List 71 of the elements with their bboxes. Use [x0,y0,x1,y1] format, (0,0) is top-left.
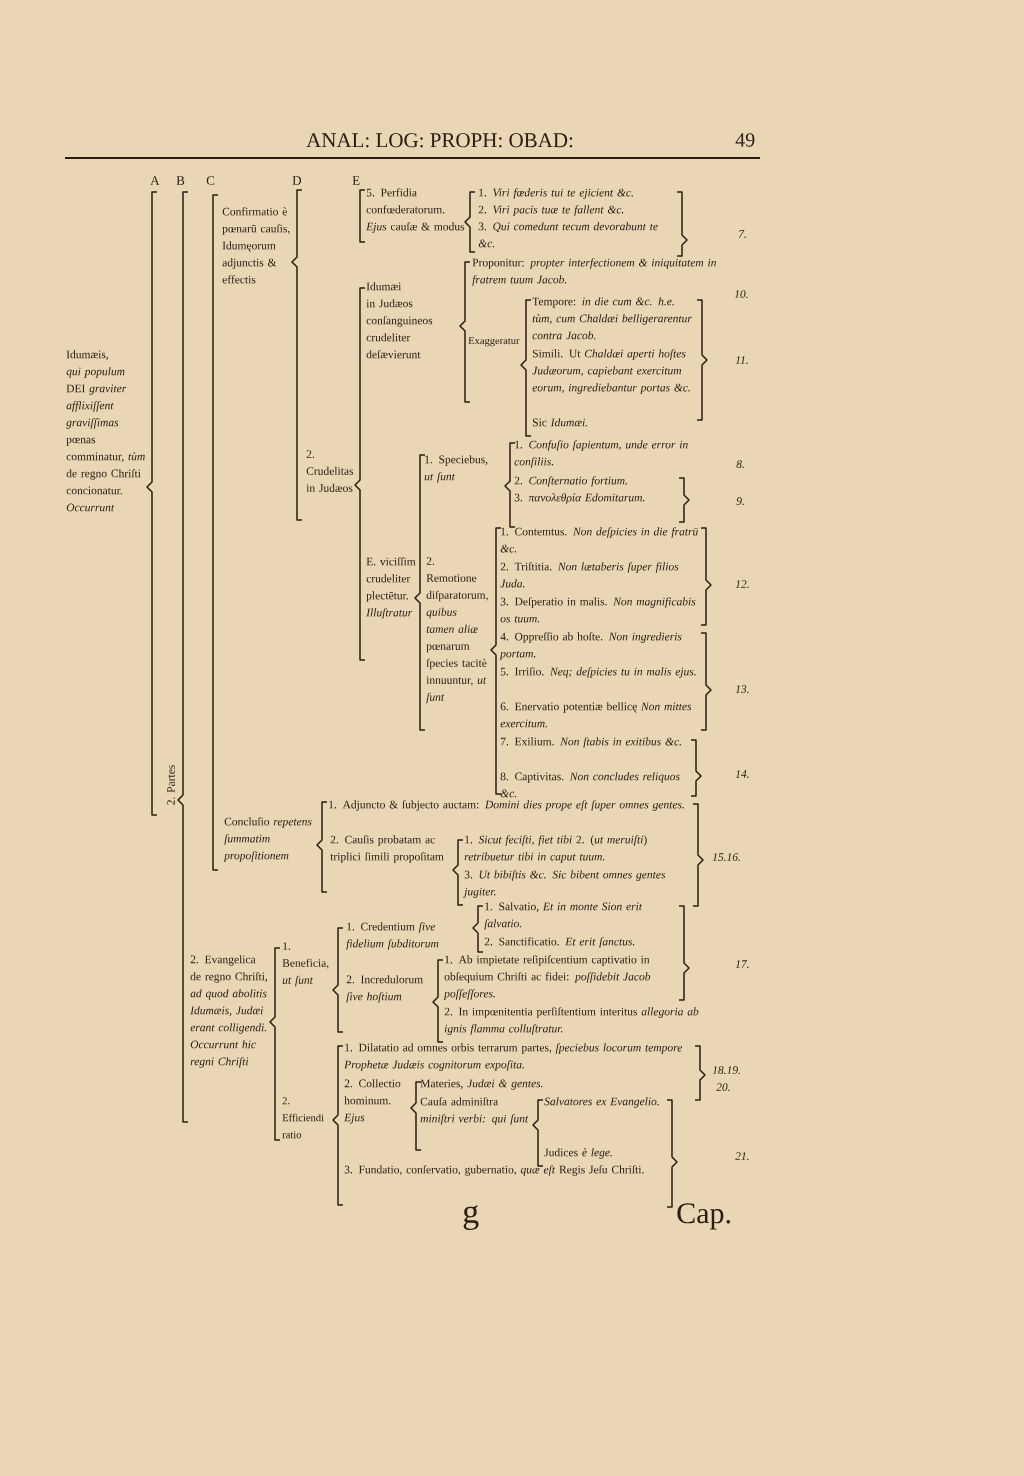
outline-text: 2. Incredulorum ſive hoſtium [346,975,423,1003]
signature-mark: g [463,1205,479,1230]
outline-text: 3. Ut bibiſtis &c. Sic bibent omnes gentes jugiter. [463,870,666,898]
outline-text: 3. πανολεθρία Edomitarum. [514,493,645,504]
outline-text: 7. Exilium. Non ſtabis in exitibus &c. [500,737,681,748]
outline-text: 8. Captivitas. Non concludes reliquos &c. [500,772,680,798]
outline-text: 3. Deſperatio in malis. Non magnificabis os tuum. [500,597,696,623]
outline-text: Sic Idumæi. [532,418,588,427]
outline-text: 2. Collectio hominum. Ejus [344,1079,401,1124]
outline-text: 3. Fundatio, conſervatio, gubernatio, quæ eſt Regis Jeſu Chriſti. [344,1165,644,1176]
column-letter: B [176,176,185,185]
outline-text: 2. Efficiendi ratio [282,1097,324,1139]
outline-text: 1. Speciebus, ut ſunt [424,455,488,483]
outline-text: 5. Irriſio. Neq; deſpicies tu in malis ejus. [500,667,696,678]
column-letter: D [292,176,302,185]
outline-text: 5. Perfidia confœderatorum. Ejus cauſæ & modus [366,188,465,233]
page-number: 49 [735,133,755,147]
outline-text: 1. Confuſio ſapientum, unde error in conſiliis. [514,440,688,468]
outline-text: 2. Crudelitas in Judæos [306,450,354,492]
outline-text: 2. Evangelica de regno Chriſti, ad quod abolitis Idumæis, Judæi erant colligendi. Occurrunt hic regni Chriſti [190,955,268,1068]
verse-number: 15.16. [712,853,740,861]
verse-number: 8. [736,460,744,468]
verse-number: 17. [735,960,749,968]
rotated-label: 2. Partes [167,765,175,805]
column-letter: C [206,176,215,185]
outline-text: 2. Sanctificatio. Et erit ſanctus. [484,937,635,948]
verse-number: 10. [734,290,748,298]
outline-text: 1. Beneficia, ut ſunt [282,942,329,987]
outline-text: 2. Cauſis probatam ac triplici ſimili propoſitam [330,835,444,863]
verse-number: 11. [735,356,748,364]
verse-number: 21. [735,1152,749,1160]
outline-text: 1. Credentium ſive fidelium ſubditorum [346,922,439,950]
outline-text: 1. Salvatio, Et in monte Sion erit ſalvatio. [484,902,643,930]
outline-text: 1. Adjuncto & ſubjecto auctam: Domini dies prope eſt ſuper omnes gentes. [329,800,684,811]
outline-text: Materies, Judæi & gentes. [420,1079,543,1090]
outline-text: 2. Viri pacis tuæ te fallent &c. [478,205,624,216]
catchword: Cap. [677,1203,731,1230]
outline-text: 2. Triſtitia. Non lætaberis ſuper filios Juda. [500,562,679,588]
outline-text: Concluſio repetens ſummatim propoſitionem [223,817,312,862]
outline-text: Idumæi in Judæos conſanguineos crudeliter deſævierunt [366,282,433,359]
outline-text: 1. Dilatatio ad omnes orbis terrarum partes, ſpeciebus locorum tempore Prophetæ Judæis cognitorum expoſita. [344,1043,683,1071]
running-head: ANAL: LOG: PROPH: OBAD: [306,133,573,148]
column-letter: A [150,176,160,185]
verse-number: 9. [736,497,744,505]
outline-text: 1. Sicut feciſti, fiet tibi 2. (ut meruiſti) retribuetur tibi in caput tuum. [464,835,647,863]
outline-text: 3. Qui comedunt tecum devorabunt te &c. [478,222,658,248]
outline-text: Simili. Ut Chaldæi aperti hoſtes Judæorum, capiebant exercitum eorum, ingrediebantur portas &c. [532,349,690,394]
outline-text: 2. In impœnitentia perſiſtentium interitus allegoria ab ignis flamma colluſtratur. [444,1007,699,1035]
verse-number: 18.19. [712,1066,740,1074]
outline-text: 6. Enervatio potentiæ bellicę Non mittes exercitum. [500,702,692,728]
outline-text: Salvatores ex Evangelio. [544,1097,659,1108]
verse-number: 20. [716,1083,730,1091]
outline-text: 2. Conſternatio fortium. [514,476,627,487]
outline-text: 2. Remotione diſparatorum, quibus tamen aliæ pœnarum ſpecies tacitè innuuntur, ut ſunt [426,557,488,704]
outline-text: 1. Ab impietate reſipiſcentium captivatio in obſequium Chriſti ac fidei: poſſidebit Jacob poſſeſſores. [443,955,651,1000]
outline-text: Judices è lege. [544,1148,612,1159]
verse-number: 13. [735,685,749,693]
outline-text: 4. Oppreſſio ab hoſte. Non ingredieris portam. [499,632,682,660]
column-letter: E [352,176,360,185]
outline-text: E. viciſſim crudeliter plectētur. Illuſtratur [366,557,416,619]
outline-text: Idumæis, qui populum DEI graviter afflixiſſent graviſſimas pœnas comminatur, tùm de regno Chriſti concionatur. Occurrunt [66,350,145,512]
outline-text: Tempore: in die cum &c. h.e. tùm, cum Chaldæi belligerarentur contra Jacob. [532,297,692,340]
outline-text: Proponitur: propter interfectionem & iniquitatem in fratrem tuum Jacob. [472,258,716,286]
verse-number: 7. [738,230,746,238]
outline-text: Exaggeratur [468,337,520,347]
outline-text: Confirmatio è pœnarū cauſis, Idumęorum adjunctis & effectis [222,207,290,284]
outline-text: Cauſa adminiſtra miniſtri verbi: qui ſunt [420,1097,529,1125]
verse-number: 14. [735,770,749,778]
outline-text: 1. Viri fœderis tui te ejicient &c. [479,188,633,199]
outline-text: 1. Contemtus. Non deſpicies in die fratrū &c. [500,527,698,553]
verse-number: 12. [735,580,749,588]
